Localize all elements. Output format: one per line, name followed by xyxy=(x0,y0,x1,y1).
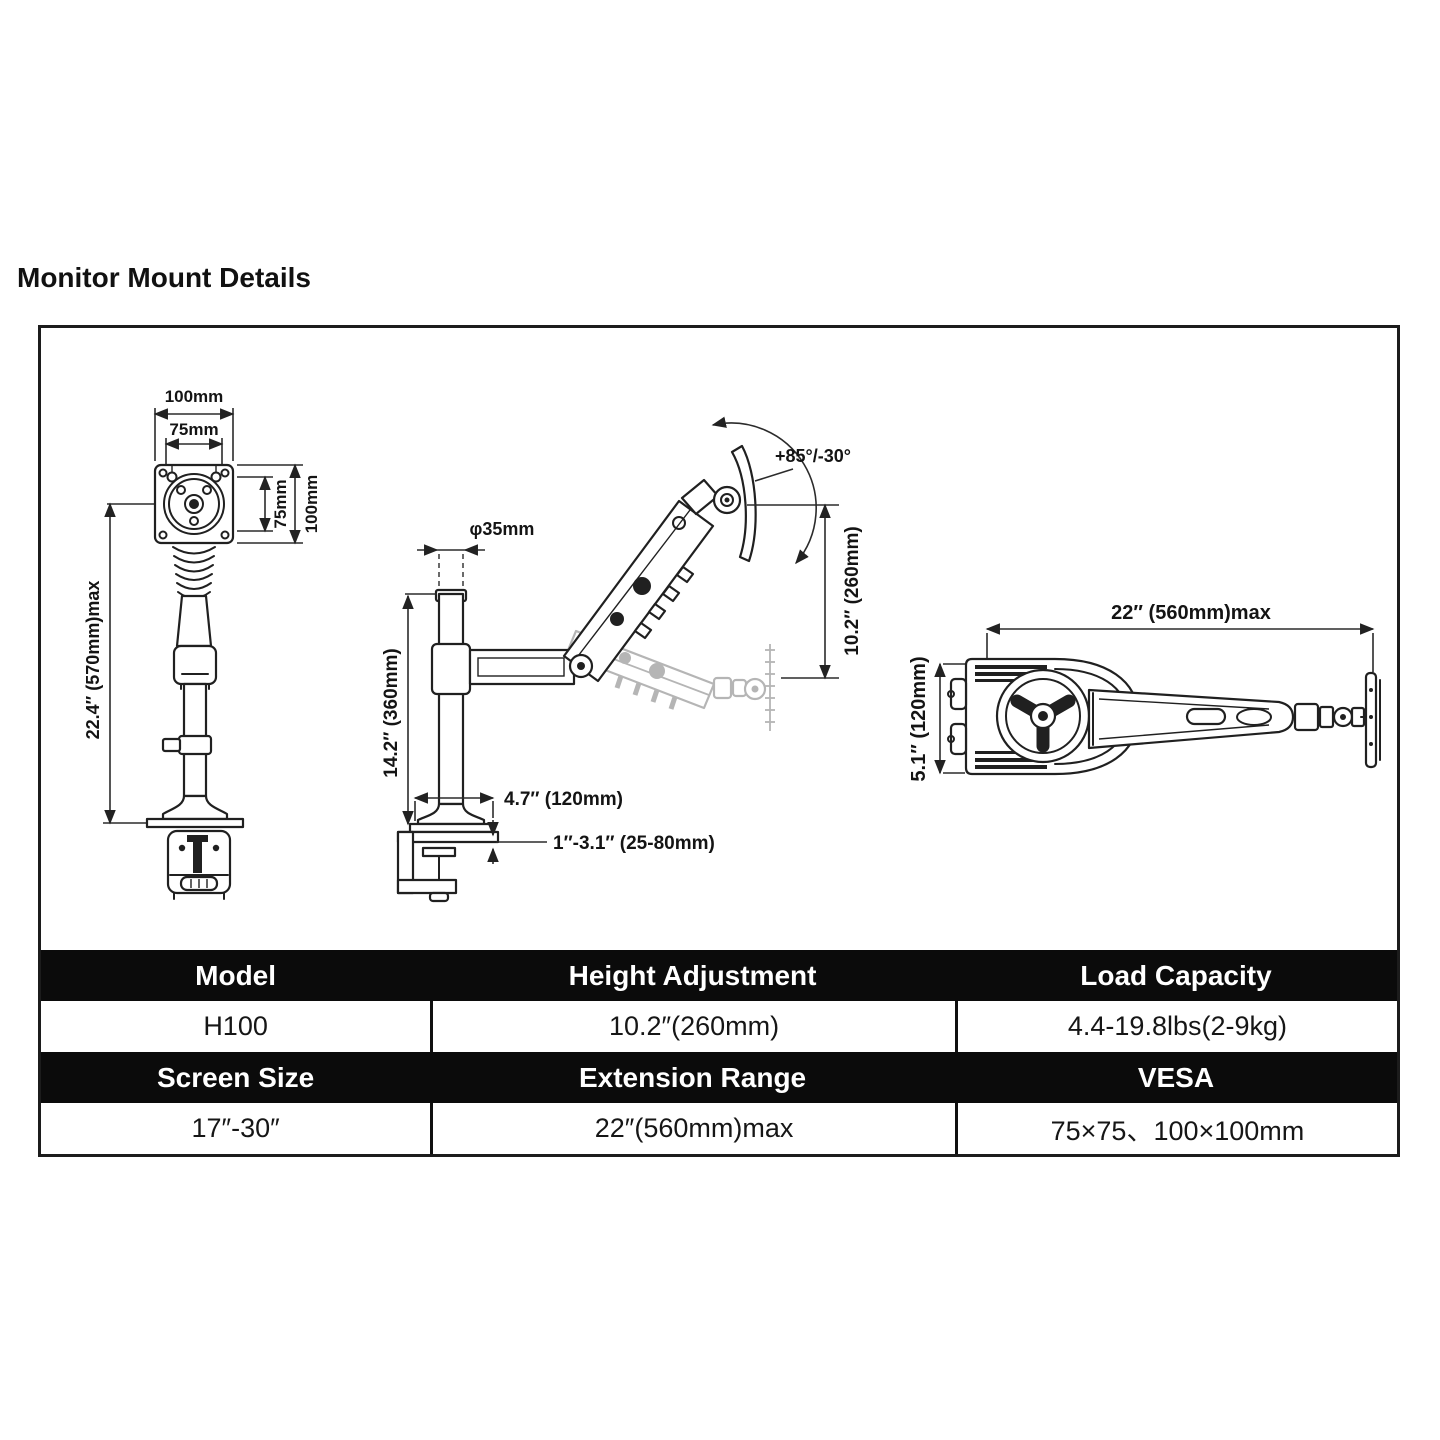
spec-value-load-capacity: 4.4-19.8lbs(2-9kg) xyxy=(954,1001,1397,1052)
spec-header-model: Model xyxy=(41,950,431,1001)
side-dim-tilt-label: +85°/-30° xyxy=(775,446,851,466)
front-dim-75mm-right-label: 75mm xyxy=(271,479,290,528)
spec-header-extension-range: Extension Range xyxy=(430,1052,955,1103)
side-dim-base-label: 4.7″ (120mm) xyxy=(504,789,623,810)
spec-header-vesa: VESA xyxy=(954,1052,1397,1103)
spec-header-load-capacity: Load Capacity xyxy=(954,950,1397,1001)
front-dim-100mm-top-label: 100mm xyxy=(165,387,224,406)
diagram-panel: 100mm 75mm 75mm 100mm 22.4″ (570mm)max xyxy=(38,325,1400,1157)
front-dim-100mm-right-label: 100mm xyxy=(302,475,321,534)
spec-header-screen-size: Screen Size xyxy=(41,1052,431,1103)
page-title: Monitor Mount Details xyxy=(17,262,311,293)
top-dim-extension-label: 22″ (560mm)max xyxy=(1111,602,1271,624)
top-view-drawing: 22″ (560mm)max 5.1″ (120mm) xyxy=(908,602,1381,782)
side-dim-clamp-label: 1″-3.1″ (25-80mm) xyxy=(553,833,715,854)
spec-value-vesa: 75×75、100×100mm xyxy=(954,1103,1397,1154)
spec-value-screen-size: 17″-30″ xyxy=(41,1103,431,1154)
spec-value-height-adjustment: 10.2″(260mm) xyxy=(430,1001,955,1052)
front-dim-75mm-top-label: 75mm xyxy=(169,420,218,439)
top-dim-depth-label: 5.1″ (120mm) xyxy=(908,656,930,781)
spec-value-extension-range: 22″(560mm)max xyxy=(430,1103,955,1154)
side-dim-pole-diameter-label: φ35mm xyxy=(470,519,535,539)
side-dim-height-adjust-label: 10.2″ (260mm) xyxy=(842,526,863,656)
monitor-mount-diagram: 100mm 75mm 75mm 100mm 22.4″ (570mm)max xyxy=(83,387,1381,903)
spec-table: Model Height Adjustment Load Capacity H1… xyxy=(41,950,1397,1154)
front-view-drawing: 100mm 75mm 75mm 100mm 22.4″ (570mm)max xyxy=(83,387,321,900)
side-view-drawing: φ35mm +85°/-30° 10.2″ (260mm) 14.2″ (360… xyxy=(381,416,863,903)
side-dim-pole-height-label: 14.2″ (360mm) xyxy=(381,648,402,778)
front-dim-height-label: 22.4″ (570mm)max xyxy=(83,581,103,740)
technical-drawings: 100mm 75mm 75mm 100mm 22.4″ (570mm)max xyxy=(41,328,1397,950)
spec-header-height-adjustment: Height Adjustment xyxy=(430,950,955,1001)
spec-value-model: H100 xyxy=(41,1001,431,1052)
